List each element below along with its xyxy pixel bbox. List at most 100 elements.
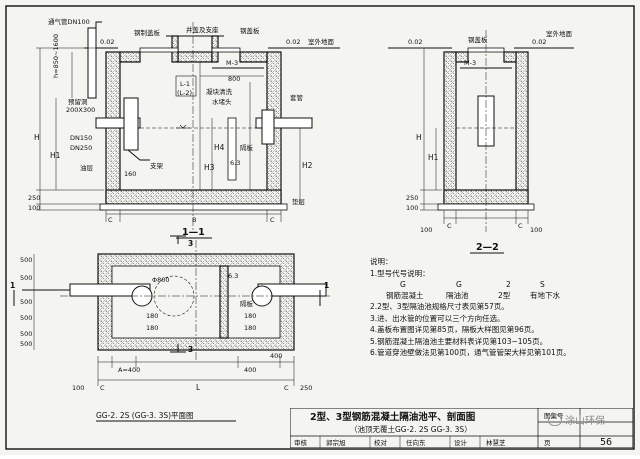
note-3: 3.进、出水管的位置可以三个方向任选。 (370, 313, 505, 323)
svg-text:500: 500 (20, 298, 32, 306)
svg-text:100: 100 (28, 204, 40, 212)
svg-text:(L-2): (L-2) (177, 89, 192, 97)
page-number: 56 (600, 437, 612, 448)
svg-text:800: 800 (228, 75, 240, 83)
svg-text:M-3: M-3 (464, 59, 476, 67)
svg-text:500: 500 (20, 340, 32, 348)
svg-text:200X300: 200X300 (66, 106, 95, 114)
svg-text:隔板: 隔板 (240, 143, 254, 152)
svg-text:100: 100 (406, 204, 418, 212)
plan-view (13, 235, 330, 386)
note-2: 2.2型、3型隔油池规格尺寸表见第57页。 (370, 302, 509, 311)
vent-pipe-label: 通气管DN100 (48, 17, 90, 26)
svg-text:任向东: 任向东 (406, 438, 426, 447)
note-1: 1.型号代号说明： (370, 268, 430, 278)
svg-text:DN250: DN250 (70, 144, 92, 152)
svg-text:h=850~1600: h=850~1600 (52, 34, 60, 78)
inner-baffle (227, 117, 237, 181)
section-2-2-labels: 0.02 钢盖板 0.02 室外地面 M-3 H H1 250 100 100 … (406, 29, 573, 254)
svg-text:180: 180 (146, 324, 158, 332)
section-1-1-labels: 通气管DN100 0.02 钢制盖板 井盖及支座 钢盖板 0.02 室外地面 M… (28, 17, 335, 239)
top-slab-mid (177, 51, 213, 63)
drawing-title: 2型、3型钢筋混凝土隔油池平、剖面图 (310, 411, 475, 423)
svg-text:钢制盖板: 钢制盖板 (134, 28, 161, 37)
svg-text:井盖及支座: 井盖及支座 (186, 25, 219, 34)
svg-text:C: C (447, 222, 452, 230)
svg-text:H1: H1 (50, 151, 61, 160)
svg-text:水堵头: 水堵头 (212, 97, 232, 106)
svg-text:套管: 套管 (290, 93, 304, 102)
svg-text:M-3: M-3 (226, 59, 238, 67)
svg-text:DN150: DN150 (70, 134, 92, 142)
plan-caption: GG-2. 2S (GG-3. 3S)平面图 (96, 411, 194, 420)
svg-text:H4: H4 (214, 143, 225, 152)
svg-text:400: 400 (244, 366, 256, 374)
svg-text:C: C (100, 384, 105, 392)
svg-text:钢盖板: 钢盖板 (468, 35, 488, 44)
notes-heading: 说明： (370, 257, 393, 266)
section-2-2 (388, 30, 574, 232)
outlet-pipe (255, 117, 313, 129)
svg-text:室外地面: 室外地面 (546, 29, 573, 38)
svg-text:郭宗旭: 郭宗旭 (326, 438, 346, 447)
svg-text:A=400: A=400 (118, 366, 140, 374)
svg-text:100: 100 (72, 384, 84, 392)
drawing-subtitle: （池顶无覆土GG-2. 2S GG-3. 3S） (350, 424, 472, 434)
code-line: G G 2 S (400, 280, 545, 289)
svg-text:设计: 设计 (454, 438, 468, 447)
svg-text:400: 400 (270, 352, 282, 360)
svg-text:H: H (416, 133, 422, 142)
wechat-icon (548, 413, 562, 426)
svg-text:图集号: 图集号 (544, 411, 564, 420)
svg-text:L-1: L-1 (180, 80, 190, 88)
section-1-1-title: 1—1 (182, 227, 205, 238)
svg-text:250: 250 (28, 194, 40, 202)
svg-text:C: C (518, 222, 523, 230)
svg-text:1: 1 (10, 281, 15, 290)
top-slab-right (239, 51, 268, 63)
svg-text:C: C (284, 384, 289, 392)
svg-text:0.02: 0.02 (100, 38, 114, 46)
title-block-grid: 2型、3型钢筋混凝土隔油池平、剖面图 （池顶无覆土GG-2. 2S GG-3. … (289, 407, 634, 449)
section-2-2-title: 2—2 (476, 242, 499, 253)
svg-text:180: 180 (146, 312, 158, 320)
notes: 说明： 1.型号代号说明： G G 2 S 钢筋混凝土 隔油池 2型 有地下水 … (370, 256, 632, 359)
note-4: 4.盖板布置图详见第85页，隔板大样图见第96页。 (370, 325, 539, 334)
svg-text:500: 500 (20, 274, 32, 282)
svg-text:0.02: 0.02 (286, 38, 300, 46)
svg-text:Φ800: Φ800 (152, 276, 170, 284)
bottom-slab (105, 189, 282, 205)
svg-text:250: 250 (300, 384, 312, 392)
svg-text:180: 180 (244, 324, 256, 332)
svg-text:3: 3 (188, 345, 193, 354)
svg-text:H: H (34, 133, 40, 142)
svg-text:160: 160 (124, 170, 136, 178)
svg-text:180: 180 (244, 312, 256, 320)
svg-text:3: 3 (188, 239, 193, 248)
svg-text:林慧芝: 林慧芝 (486, 438, 506, 447)
bedding-layer (99, 203, 288, 211)
inlet-pipe (95, 117, 141, 129)
svg-text:C: C (108, 216, 113, 224)
svg-text:H2: H2 (302, 161, 313, 170)
svg-text:H1: H1 (428, 153, 439, 162)
svg-text:100: 100 (530, 226, 542, 234)
svg-text:6.3: 6.3 (230, 159, 240, 167)
svg-text:垫层: 垫层 (292, 197, 306, 206)
sheet-border (5, 5, 635, 450)
svg-text:B: B (192, 216, 196, 224)
svg-text:500: 500 (20, 330, 32, 338)
svg-text:0.02: 0.02 (532, 38, 546, 46)
svg-text:250: 250 (406, 194, 418, 202)
svg-text:L: L (196, 383, 201, 392)
note-6: 6.管道穿池壁做法见第100页，通气管管架大样见第101页。 (370, 348, 571, 357)
svg-text:500: 500 (20, 314, 32, 322)
svg-text:凝块清洗: 凝块清洗 (206, 87, 233, 96)
svg-text:室外地面: 室外地面 (308, 37, 335, 46)
svg-text:油层: 油层 (80, 163, 94, 172)
svg-text:1: 1 (324, 281, 329, 290)
svg-text:6.3: 6.3 (228, 272, 238, 280)
svg-text:H3: H3 (204, 163, 215, 172)
